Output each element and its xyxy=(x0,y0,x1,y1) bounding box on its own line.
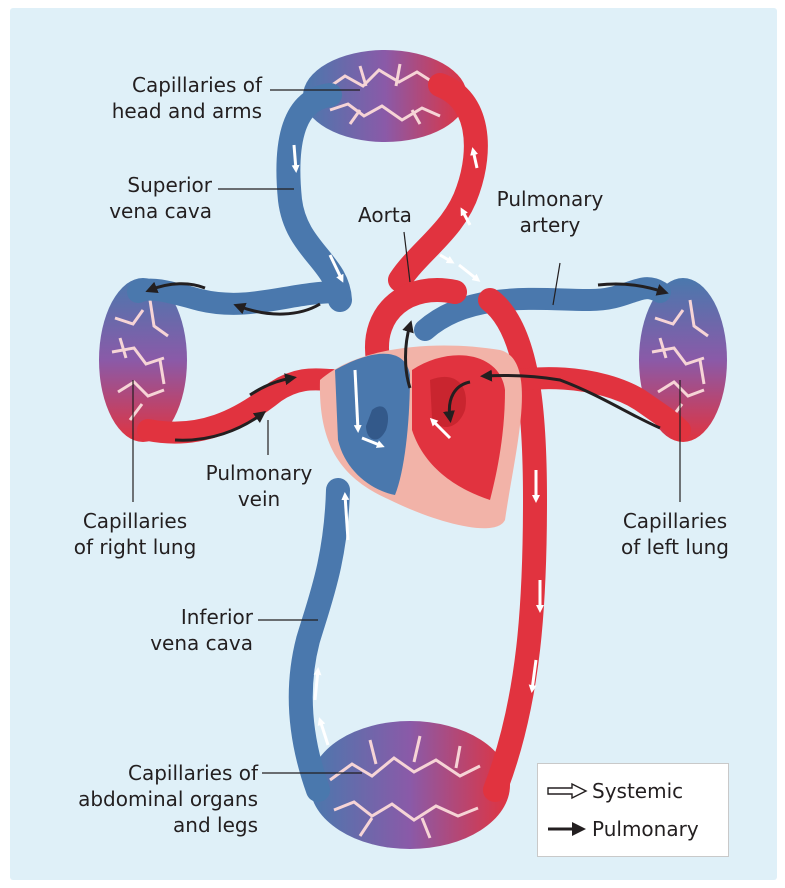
legend-label-pulmonary: Pulmonary xyxy=(592,814,699,844)
legend-label-systemic: Systemic xyxy=(592,776,683,806)
label-line: of right lung xyxy=(30,534,240,560)
label-line: Superior xyxy=(90,172,212,198)
label-line: and legs xyxy=(40,812,258,838)
label-capillaries-left-lung: Capillaries of left lung xyxy=(590,508,760,560)
label-aorta: Aorta xyxy=(340,202,430,228)
solid-arrow-icon xyxy=(546,818,590,840)
label-line: Capillaries of xyxy=(40,760,258,786)
heart xyxy=(320,345,522,528)
label-line: artery xyxy=(480,212,620,238)
label-line: vena cava xyxy=(90,198,212,224)
label-line: vena cava xyxy=(120,630,253,656)
legend-item-systemic: Systemic xyxy=(546,776,724,806)
label-capillaries-right-lung: Capillaries of right lung xyxy=(30,508,240,560)
label-line: Capillaries xyxy=(30,508,240,534)
label-superior-vena-cava: Superior vena cava xyxy=(90,172,212,224)
label-line: Capillaries xyxy=(590,508,760,534)
label-pulmonary-artery: Pulmonary artery xyxy=(480,186,620,238)
legend-item-pulmonary: Pulmonary xyxy=(546,814,724,844)
label-line: Inferior xyxy=(120,604,253,630)
label-line: head and arms xyxy=(90,98,262,124)
label-capillaries-head-arms: Capillaries of head and arms xyxy=(90,72,262,124)
label-line: Pulmonary xyxy=(480,186,620,212)
label-line: Capillaries of xyxy=(90,72,262,98)
label-line: abdominal organs xyxy=(40,786,258,812)
label-pulmonary-vein: Pulmonary vein xyxy=(188,460,330,512)
label-capillaries-abdomen-legs: Capillaries of abdominal organs and legs xyxy=(40,760,258,838)
legend: Systemic Pulmonary xyxy=(537,763,729,857)
label-inferior-vena-cava: Inferior vena cava xyxy=(120,604,253,656)
label-line: of left lung xyxy=(590,534,760,560)
abdomen-legs-capillaries xyxy=(310,721,510,849)
label-line: Pulmonary xyxy=(188,460,330,486)
hollow-arrow-icon xyxy=(546,780,590,802)
